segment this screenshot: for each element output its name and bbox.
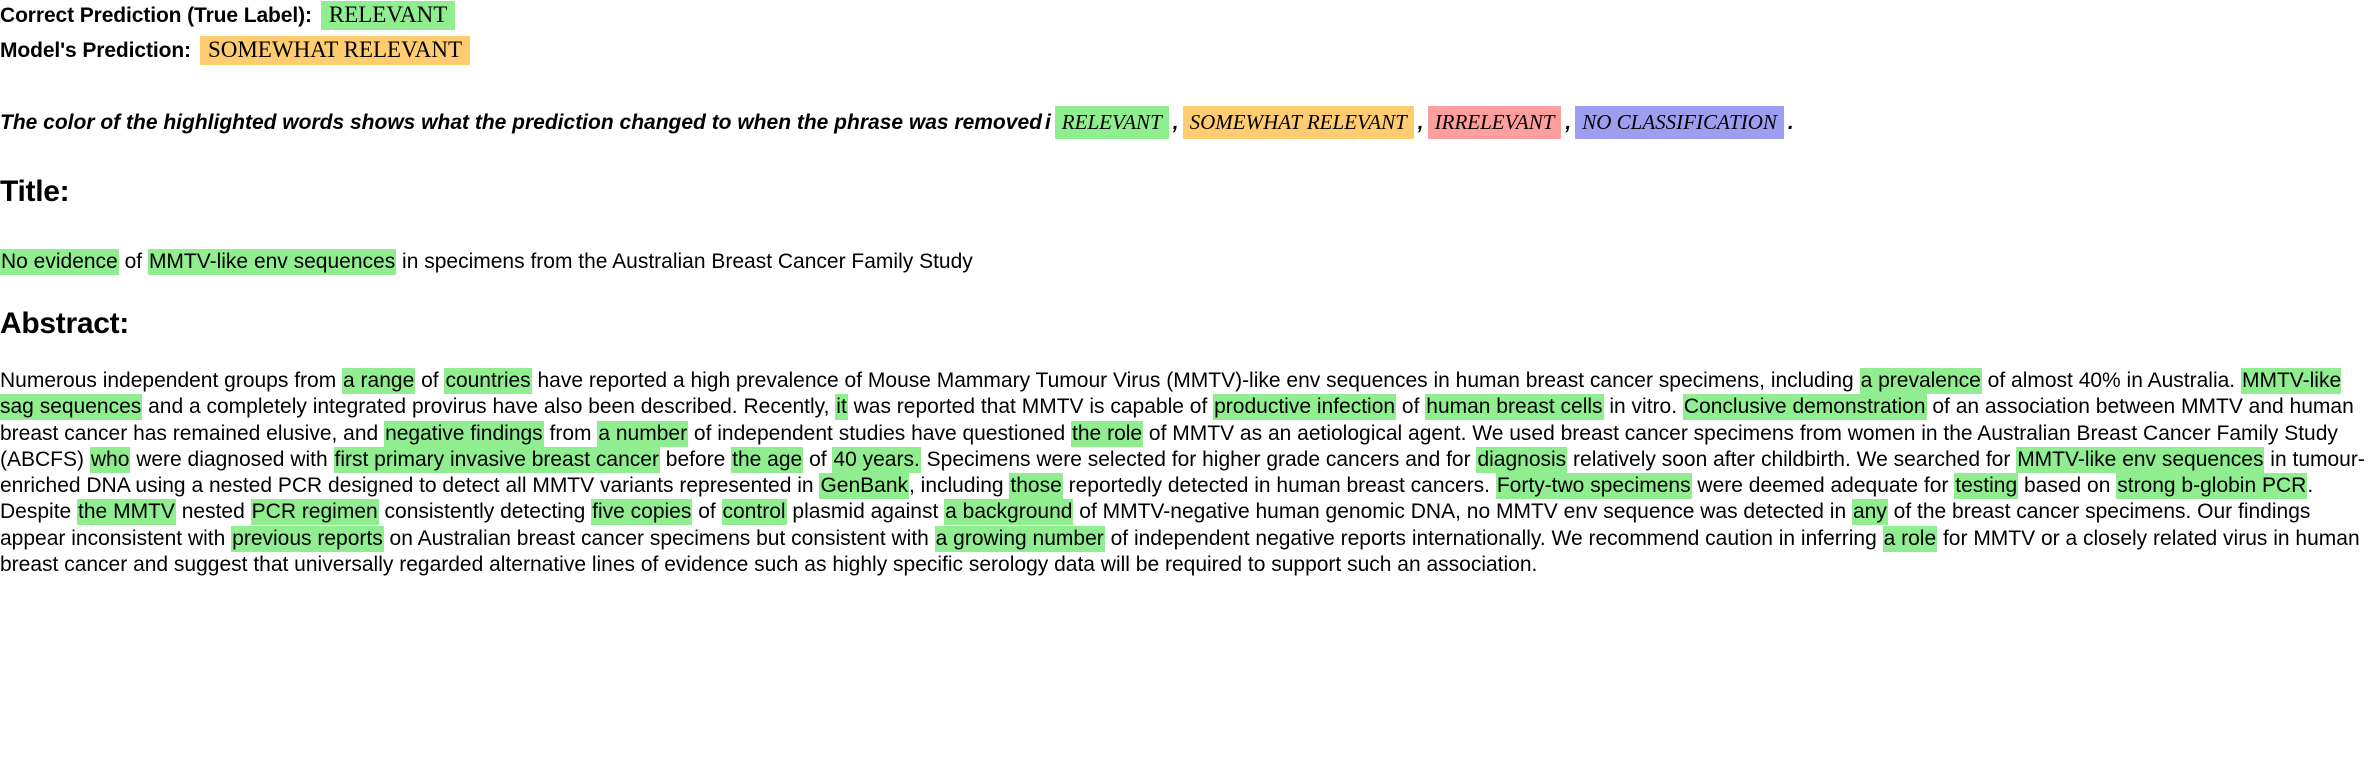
abstract-section-heading: Abstract:	[0, 307, 129, 340]
highlight-phrase: who	[89, 446, 131, 473]
legend-terminator: .	[1787, 111, 1794, 134]
legend-row: The color of the highlighted words shows…	[0, 106, 1794, 139]
highlight-phrase: five copies	[591, 499, 693, 526]
highlight-phrase: first primary invasive breast cancer	[333, 446, 660, 473]
true-label-caption: Correct Prediction (True Label):	[0, 3, 312, 27]
highlight-phrase: MMTV-like env sequences	[147, 249, 397, 275]
model-prediction-caption: Model's Prediction:	[0, 38, 191, 62]
model-prediction-row: Model's Prediction: SOMEWHAT RELEVANT	[0, 36, 471, 65]
highlight-phrase: diagnosis	[1476, 446, 1568, 473]
legend-separator-1: ,	[1172, 111, 1179, 134]
legend-description: The color of the highlighted words shows…	[0, 111, 1042, 134]
highlight-phrase: GenBank	[819, 473, 909, 500]
highlight-phrase: a role	[1882, 525, 1938, 552]
legend-separator-2: ,	[1417, 111, 1424, 134]
legend-connector: i	[1044, 111, 1051, 134]
highlight-phrase: Forty-two specimens	[1495, 473, 1692, 500]
highlight-phrase: the age	[731, 446, 804, 473]
highlight-phrase: a prevalence	[1859, 368, 1982, 394]
highlight-phrase: the MMTV	[77, 499, 176, 526]
legend-chip-somewhat-relevant: SOMEWHAT RELEVANT	[1182, 106, 1414, 139]
model-prediction-badge: SOMEWHAT RELEVANT	[199, 36, 471, 65]
highlight-phrase: Conclusive demonstration	[1682, 394, 1927, 421]
legend-chip-no-classification: NO CLASSIFICATION	[1575, 106, 1784, 139]
highlight-phrase: control	[721, 499, 787, 526]
legend-chip-irrelevant: IRRELEVANT	[1427, 106, 1562, 139]
highlight-phrase: testing	[1954, 473, 2019, 500]
highlight-phrase: a range	[342, 368, 416, 394]
highlight-phrase: PCR regimen	[250, 499, 379, 526]
highlight-phrase: a number	[597, 420, 689, 447]
paper-abstract-text: Numerous independent groups from a range…	[0, 368, 2365, 577]
true-label-badge: RELEVANT	[320, 1, 456, 30]
highlight-phrase: MMTV-like env sequences	[2016, 446, 2265, 473]
highlight-phrase: productive infection	[1213, 394, 1397, 421]
highlight-phrase: negative findings	[384, 420, 544, 447]
highlight-phrase: 40 years.	[832, 446, 921, 473]
highlight-phrase: a background	[944, 499, 1074, 526]
highlight-phrase: human breast cells	[1425, 394, 1604, 421]
title-section-heading: Title:	[0, 175, 70, 208]
legend-chip-relevant: RELEVANT	[1054, 106, 1169, 139]
highlight-phrase: No evidence	[0, 249, 119, 275]
highlight-phrase: previous reports	[231, 525, 384, 552]
highlight-phrase: it	[835, 394, 848, 421]
true-label-row: Correct Prediction (True Label): RELEVAN…	[0, 1, 456, 30]
highlight-phrase: any	[1851, 499, 1888, 526]
legend-separator-3: ,	[1565, 111, 1572, 134]
highlight-phrase: a growing number	[934, 525, 1105, 552]
paper-title-text: No evidence of MMTV-like env sequences i…	[0, 249, 973, 275]
highlight-phrase: those	[1009, 473, 1063, 500]
highlight-phrase: the role	[1071, 420, 1144, 447]
highlight-phrase: strong b-globin PCR	[2116, 473, 2308, 500]
highlight-phrase: countries	[444, 368, 532, 394]
